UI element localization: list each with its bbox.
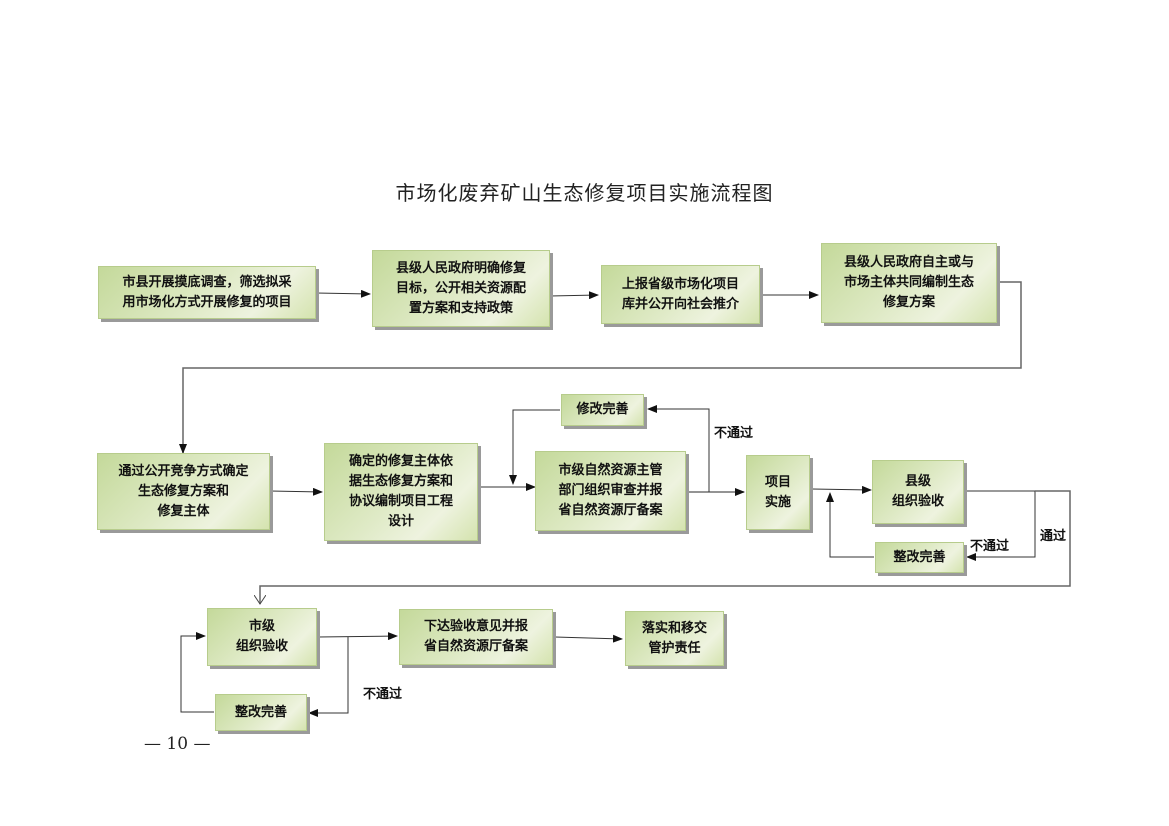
node-text: 下达验收意见并报 [423,619,528,634]
node-text: 组织验收 [235,639,288,654]
node-competitive-selection: 通过公开竞争方式确定生态修复方案和修复主体 [97,453,270,530]
node-text: 市县开展摸底调查，筛选拟采 [122,274,292,290]
edge-county-fix-back [826,492,874,558]
node-text: 确定的修复主体依 [348,454,453,469]
node-text: 修复方案 [882,295,935,310]
node-text: 上报省级市场化项目 [621,276,739,292]
node-county-goals: 县级人民政府明确修复目标，公开相关资源配置方案和支持政策 [372,250,550,327]
node-text: 库并公开向社会推介 [621,296,739,312]
edge-county-pass [260,490,1071,604]
edge-county-fail [965,490,1036,561]
edge-n10-n11 [317,632,398,641]
diagram-title: 市场化废弃矿山生态修复项目实施流程图 [395,181,774,205]
node-text: 用市场化方式开展修复的项目 [122,294,292,310]
node-text: 市级自然资源主管 [558,463,663,478]
node-text: 据生态修复方案和 [348,474,453,489]
node-text: 整改完善 [893,549,946,565]
node-text: 协议编制项目工程 [348,494,453,509]
page-number: — 10 — [144,734,211,754]
node-text: 修改完善 [576,402,629,417]
node-issue-opinion: 下达验收意见并报省自然资源厅备案 [399,609,553,665]
node-city-review: 市级自然资源主管部门组织审查并报省自然资源厅备案 [535,451,686,531]
node-text: 县级 [904,474,931,489]
node-text: 县级人民政府自主或与 [843,255,974,270]
label-review-fail: 不通过 [714,426,754,441]
node-county-acceptance: 县级组织验收 [872,460,964,524]
node-text: 项目 [764,474,791,490]
node-text: 设计 [387,514,414,529]
edge-city-fail [308,637,349,717]
node-text: 县级人民政府明确修复 [395,260,526,276]
node-text: 省自然资源厅备案 [558,503,663,518]
edge-n8-n9 [811,485,872,494]
node-text: 目标，公开相关资源配 [395,280,526,296]
node-implementation: 项目实施 [746,455,810,530]
edge-n1-n2 [315,289,371,298]
node-city-fix: 整改完善 [215,694,307,731]
edge-n4-n5 [179,281,1022,454]
node-survey: 市县开展摸底调查，筛选拟采用市场化方式开展修复的项目 [98,266,316,319]
node-text: 修复主体 [157,503,210,519]
node-text: 市场主体共同编制生态 [843,275,974,290]
node-text: 市级 [248,619,275,634]
node-provincial-library: 上报省级市场化项目库并公开向社会推介 [601,265,760,324]
node-engineering-design: 确定的修复主体依据生态修复方案和协议编制项目工程设计 [324,443,478,541]
edge-n11-n12 [554,634,623,643]
node-text: 置方案和支持政策 [408,300,513,316]
node-text: 落实和移交 [641,620,707,636]
node-text: 整改完善 [234,704,287,720]
edge-city-fix-back [180,632,214,713]
node-text: 实施 [764,494,791,510]
label-county-pass: 通过 [1040,529,1067,544]
node-text: 省自然资源厅备案 [423,639,528,654]
node-text: 生态修复方案和 [137,483,229,499]
edge-fix-to-n7 [509,409,560,485]
label-county-fail: 不通过 [970,539,1010,554]
node-text: 部门组织审查并报 [558,483,663,498]
node-county-fix: 整改完善 [875,542,964,573]
node-text: 管护责任 [648,640,701,656]
node-handover: 落实和移交管护责任 [625,611,724,666]
edge-n5-n6 [269,487,323,496]
node-text: 组织验收 [891,494,944,509]
node-text: 通过公开竞争方式确定 [118,463,249,479]
edge-n2-n3 [549,291,599,300]
node-city-acceptance: 市级组织验收 [207,608,317,666]
node-restoration-plan: 县级人民政府自主或与市场主体共同编制生态修复方案 [821,243,997,323]
label-city-fail: 不通过 [363,687,403,702]
node-fix-review: 修改完善 [561,394,644,426]
edge-review-fail [647,405,710,492]
